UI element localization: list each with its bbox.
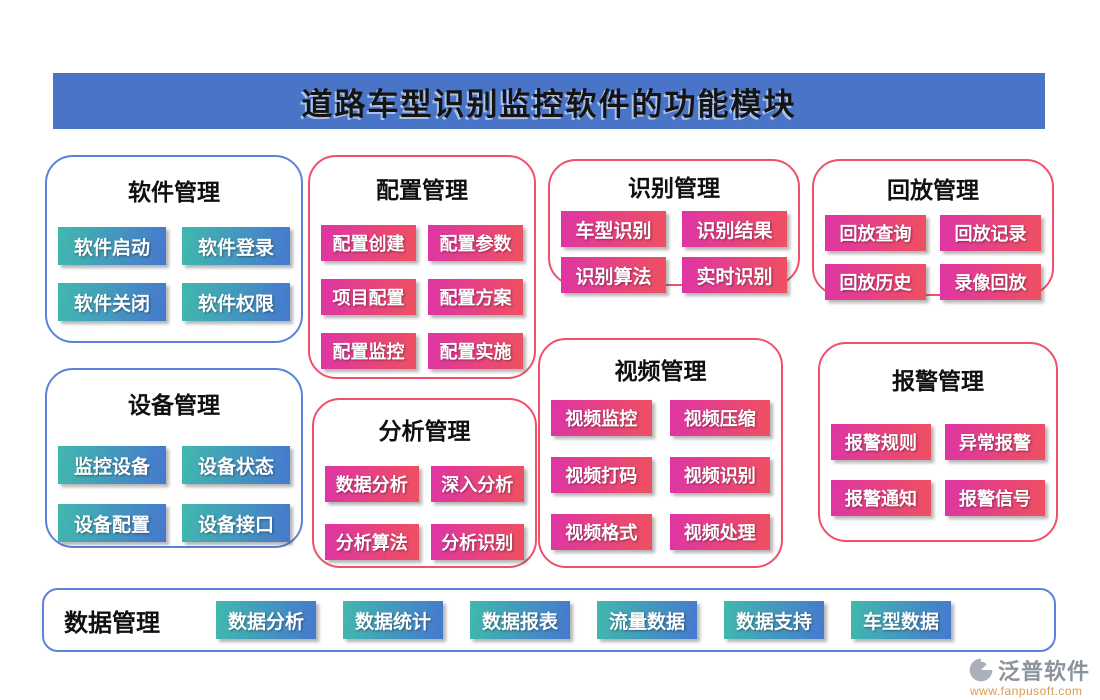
data-button[interactable]: 数据分析	[216, 601, 316, 639]
module-card-data: 数据管理 数据分析 数据统计 数据报表 流量数据 数据支持 车型数据	[42, 588, 1056, 652]
module-button[interactable]: 视频压缩	[669, 400, 770, 436]
module-card-software: 软件管理 软件启动 软件登录 软件关闭 软件权限	[45, 155, 303, 343]
module-title: 软件管理	[128, 180, 220, 205]
module-button[interactable]: 软件登录	[182, 227, 290, 265]
module-button-grid: 车型识别 识别结果 识别算法 实时识别	[550, 211, 798, 293]
module-button[interactable]: 视频监控	[551, 400, 652, 436]
module-card-config: 配置管理 配置创建 配置参数 项目配置 配置方案 配置监控 配置实施	[308, 155, 536, 379]
module-button[interactable]: 配置创建	[321, 225, 416, 261]
module-button[interactable]: 异常报警	[945, 424, 1045, 460]
module-button[interactable]: 配置方案	[428, 279, 523, 315]
module-card-analysis: 分析管理 数据分析 深入分析 分析算法 分析识别	[312, 398, 537, 568]
data-button[interactable]: 数据统计	[343, 601, 443, 639]
module-button[interactable]: 分析识别	[430, 524, 524, 560]
module-button[interactable]: 回放记录	[940, 215, 1041, 251]
module-button[interactable]: 视频打码	[551, 457, 652, 493]
page-title: 道路车型识别监控软件的功能模块	[301, 86, 797, 122]
module-card-playback: 回放管理 回放查询 回放记录 回放历史 录像回放	[812, 159, 1054, 300]
module-button-grid: 报警规则 异常报警 报警通知 报警信号	[820, 424, 1056, 516]
module-button[interactable]: 设备配置	[58, 504, 166, 542]
data-button[interactable]: 数据报表	[470, 601, 570, 639]
module-button-grid: 软件启动 软件登录 软件关闭 软件权限	[47, 227, 301, 321]
fanpu-logo: 泛普软件 www.fanpusoft.com	[968, 654, 1090, 698]
module-button[interactable]: 视频识别	[669, 457, 770, 493]
module-button[interactable]: 监控设备	[58, 446, 166, 484]
module-button[interactable]: 回放历史	[825, 264, 926, 300]
module-button[interactable]: 视频处理	[669, 514, 770, 550]
module-button-grid: 视频监控 视频压缩 视频打码 视频识别 视频格式 视频处理	[540, 400, 781, 550]
module-button[interactable]: 报警通知	[831, 480, 931, 516]
module-button[interactable]: 配置参数	[428, 225, 523, 261]
module-button[interactable]: 录像回放	[940, 264, 1041, 300]
module-button[interactable]: 软件启动	[58, 227, 166, 265]
module-button[interactable]: 报警信号	[945, 480, 1045, 516]
module-title: 识别管理	[628, 176, 720, 201]
module-title: 分析管理	[378, 419, 471, 444]
fanpu-swoosh-icon	[968, 657, 994, 683]
module-card-alarm: 报警管理 报警规则 异常报警 报警通知 报警信号	[818, 342, 1058, 542]
module-card-video: 视频管理 视频监控 视频压缩 视频打码 视频识别 视频格式 视频处理	[538, 338, 783, 568]
module-button[interactable]: 项目配置	[321, 279, 416, 315]
module-button[interactable]: 设备接口	[182, 504, 290, 542]
module-button[interactable]: 实时识别	[682, 257, 787, 293]
module-button-grid: 数据分析 深入分析 分析算法 分析识别	[314, 466, 535, 560]
module-button[interactable]: 配置监控	[321, 333, 416, 369]
module-button[interactable]: 数据分析	[325, 466, 419, 502]
module-title: 报警管理	[892, 369, 984, 394]
module-button[interactable]: 回放查询	[825, 215, 926, 251]
module-button-grid: 配置创建 配置参数 项目配置 配置方案 配置监控 配置实施	[310, 225, 534, 369]
title-banner: 道路车型识别监控软件的功能模块	[53, 73, 1045, 129]
module-button[interactable]: 识别结果	[682, 211, 787, 247]
brand-website: www.fanpusoft.com	[969, 684, 1083, 698]
module-button[interactable]: 软件关闭	[58, 283, 166, 321]
module-button[interactable]: 车型识别	[561, 211, 666, 247]
module-button[interactable]: 识别算法	[561, 257, 666, 293]
data-button[interactable]: 数据支持	[724, 601, 824, 639]
module-button[interactable]: 视频格式	[551, 514, 652, 550]
module-button[interactable]: 分析算法	[325, 524, 419, 560]
module-button[interactable]: 报警规则	[831, 424, 931, 460]
module-card-device: 设备管理 监控设备 设备状态 设备配置 设备接口	[45, 368, 303, 548]
module-card-recognition: 识别管理 车型识别 识别结果 识别算法 实时识别	[548, 159, 800, 293]
module-button[interactable]: 配置实施	[428, 333, 523, 369]
module-title: 回放管理	[887, 178, 979, 203]
module-title: 配置管理	[376, 178, 468, 203]
module-title: 数据管理	[64, 610, 160, 637]
module-button[interactable]: 软件权限	[182, 283, 290, 321]
module-title: 设备管理	[128, 393, 220, 418]
data-button[interactable]: 车型数据	[851, 601, 951, 639]
module-button[interactable]: 深入分析	[430, 466, 524, 502]
brand-name: 泛普软件	[997, 659, 1090, 684]
module-button[interactable]: 设备状态	[182, 446, 290, 484]
module-button-grid: 监控设备 设备状态 设备配置 设备接口	[47, 446, 301, 542]
module-button-grid: 回放查询 回放记录 回放历史 录像回放	[814, 215, 1052, 300]
data-button[interactable]: 流量数据	[597, 601, 697, 639]
module-title: 视频管理	[614, 359, 707, 384]
